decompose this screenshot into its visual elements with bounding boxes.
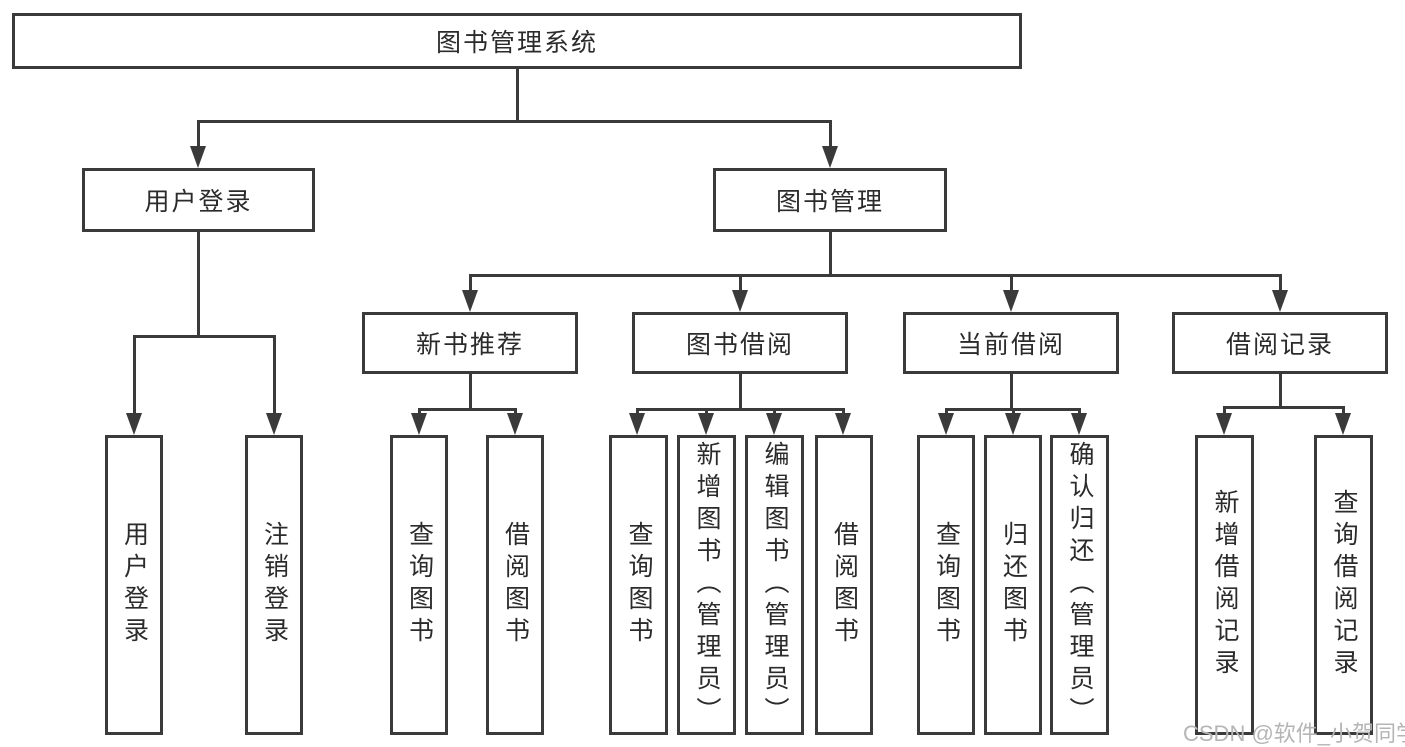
node-label-new-book-recommend: 新书推荐 xyxy=(415,331,524,359)
node-cb-query-books: 查询图书 xyxy=(917,435,975,735)
connector-stem-book-borrowing-1 xyxy=(704,408,708,415)
connector-stem-book-management-2 xyxy=(1009,274,1013,292)
arrow-down-icon-current-borrowing-1 xyxy=(1005,413,1021,435)
node-label-bb-add-book-admin: 新增图书（管理员） xyxy=(693,441,721,729)
connector-stem-library-management-system-0 xyxy=(196,120,200,148)
node-user-login-action: 用户登录 xyxy=(105,435,163,735)
connector-stem-book-borrowing-2 xyxy=(772,408,776,415)
connector-stem-book-management-1 xyxy=(738,274,742,292)
connector-branch-new-book-recommend xyxy=(417,408,517,411)
node-br-query-record: 查询借阅记录 xyxy=(1314,435,1373,735)
node-label-bb-query-books: 查询图书 xyxy=(625,521,653,649)
arrow-down-icon-current-borrowing-0 xyxy=(938,413,954,435)
connector-stem-book-borrowing-3 xyxy=(841,408,845,415)
connector-trunk-book-borrowing xyxy=(738,374,742,411)
connector-stem-new-book-recommend-0 xyxy=(417,408,421,415)
connector-stem-book-management-0 xyxy=(468,274,472,292)
csdn-watermark: CSDN @软件_小贺同学 xyxy=(1183,721,1405,746)
node-label-borrowing-records: 借阅记录 xyxy=(1225,331,1334,359)
node-new-book-recommend: 新书推荐 xyxy=(362,312,578,374)
node-cb-return-books: 归还图书 xyxy=(984,435,1042,735)
connector-branch-borrowing-records xyxy=(1222,406,1345,409)
node-label-cb-confirm-return-admin: 确认归还（管理员） xyxy=(1066,441,1094,729)
node-cb-confirm-return-admin: 确认归还（管理员） xyxy=(1050,435,1109,735)
node-nbr-query-books: 查询图书 xyxy=(390,435,448,735)
arrow-down-icon-book-management-2 xyxy=(1003,290,1019,312)
connector-stem-user-login-1 xyxy=(272,335,276,415)
node-logout-action: 注销登录 xyxy=(245,435,303,735)
connector-stem-current-borrowing-2 xyxy=(1077,408,1081,415)
node-label-nbr-borrow-books: 借阅图书 xyxy=(501,521,530,649)
connector-trunk-new-book-recommend xyxy=(468,374,472,411)
arrow-down-icon-user-login-1 xyxy=(266,413,282,435)
connector-trunk-library-management-system xyxy=(515,69,519,123)
connector-branch-user-login xyxy=(132,335,276,338)
node-label-book-borrowing: 图书借阅 xyxy=(685,331,794,359)
node-borrowing-records: 借阅记录 xyxy=(1172,312,1388,374)
node-user-login: 用户登录 xyxy=(82,168,315,232)
connector-trunk-user-login xyxy=(196,232,200,338)
arrow-down-icon-book-management-0 xyxy=(462,290,478,312)
arrow-down-icon-library-management-system-0 xyxy=(190,146,206,168)
node-label-user-login-action: 用户登录 xyxy=(120,521,149,649)
connector-stem-current-borrowing-0 xyxy=(944,408,948,415)
node-label-book-management: 图书管理 xyxy=(775,188,884,216)
connector-stem-library-management-system-1 xyxy=(828,120,832,148)
node-label-br-add-record: 新增借阅记录 xyxy=(1211,489,1239,681)
connector-stem-book-borrowing-0 xyxy=(635,408,639,415)
connector-stem-book-management-3 xyxy=(1278,274,1282,292)
connector-trunk-borrowing-records xyxy=(1278,374,1282,409)
node-label-user-login: 用户登录 xyxy=(144,188,253,216)
node-label-library-management-system: 图书管理系统 xyxy=(435,29,598,57)
node-label-cb-query-books: 查询图书 xyxy=(932,521,961,649)
connector-stem-current-borrowing-1 xyxy=(1011,408,1015,415)
connector-stem-borrowing-records-1 xyxy=(1341,406,1345,415)
node-bb-borrow-books: 借阅图书 xyxy=(815,435,873,735)
node-label-bb-edit-book-admin: 编辑图书（管理员） xyxy=(761,441,789,729)
arrow-down-icon-user-login-0 xyxy=(126,413,142,435)
arrow-down-icon-book-management-3 xyxy=(1272,290,1288,312)
node-book-management: 图书管理 xyxy=(713,168,947,232)
node-label-nbr-query-books: 查询图书 xyxy=(405,521,434,649)
node-current-borrowing: 当前借阅 xyxy=(903,312,1119,374)
connector-trunk-current-borrowing xyxy=(1009,374,1013,411)
node-bb-edit-book-admin: 编辑图书（管理员） xyxy=(745,435,804,735)
node-label-current-borrowing: 当前借阅 xyxy=(956,331,1065,359)
arrow-down-icon-borrowing-records-1 xyxy=(1335,413,1351,435)
node-label-cb-return-books: 归还图书 xyxy=(999,521,1028,649)
node-label-logout-action: 注销登录 xyxy=(260,521,289,649)
connector-trunk-book-management xyxy=(828,232,832,277)
arrow-down-icon-current-borrowing-2 xyxy=(1071,413,1087,435)
connector-branch-book-borrowing xyxy=(635,408,845,411)
arrow-down-icon-book-management-1 xyxy=(732,290,748,312)
node-book-borrowing: 图书借阅 xyxy=(632,312,848,374)
arrow-down-icon-new-book-recommend-1 xyxy=(507,413,523,435)
node-label-bb-borrow-books: 借阅图书 xyxy=(830,521,859,649)
connector-stem-user-login-0 xyxy=(132,335,136,415)
arrow-down-icon-book-borrowing-2 xyxy=(766,413,782,435)
connector-stem-new-book-recommend-1 xyxy=(513,408,517,415)
arrow-down-icon-book-borrowing-3 xyxy=(835,413,851,435)
arrow-down-icon-book-borrowing-1 xyxy=(698,413,714,435)
arrow-down-icon-library-management-system-1 xyxy=(822,146,838,168)
node-bb-query-books: 查询图书 xyxy=(609,435,668,735)
connector-branch-book-management xyxy=(468,274,1282,277)
node-nbr-borrow-books: 借阅图书 xyxy=(486,435,544,735)
arrow-down-icon-borrowing-records-0 xyxy=(1216,413,1232,435)
node-library-management-system: 图书管理系统 xyxy=(12,13,1022,69)
connector-stem-borrowing-records-0 xyxy=(1222,406,1226,415)
node-br-add-record: 新增借阅记录 xyxy=(1195,435,1254,735)
connector-branch-library-management-system xyxy=(196,120,832,123)
node-bb-add-book-admin: 新增图书（管理员） xyxy=(677,435,736,735)
arrow-down-icon-new-book-recommend-0 xyxy=(411,413,427,435)
node-label-br-query-record: 查询借阅记录 xyxy=(1330,489,1358,681)
arrow-down-icon-book-borrowing-0 xyxy=(629,413,645,435)
